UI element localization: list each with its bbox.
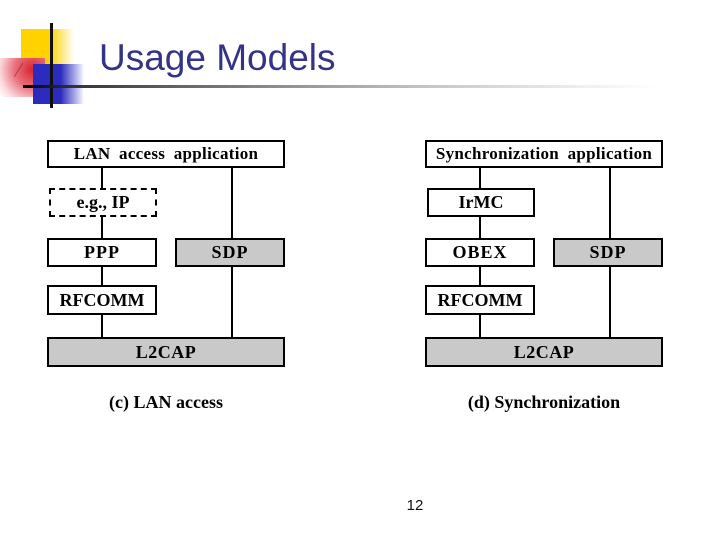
- box-rfcomm: RFCOMM: [47, 285, 157, 315]
- logo-blue-square-icon: [33, 64, 83, 104]
- diagram-caption: (d) Synchronization: [467, 392, 621, 412]
- box-sdp: SDP: [553, 238, 663, 267]
- diagram-synchronization: Synchronization application IrMC OBEX SD…: [425, 140, 663, 420]
- box-rfcomm: RFCOMM: [425, 285, 535, 315]
- box-irmc: IrMC: [427, 188, 535, 217]
- box-eg-ip: e.g., IP: [49, 188, 157, 217]
- title-underline-rule: [23, 85, 660, 88]
- slide-number: 12: [406, 497, 424, 514]
- logo-crosshair-vertical-line: [50, 23, 53, 108]
- box-obex: OBEX: [425, 238, 535, 267]
- box-l2cap: L2CAP: [425, 337, 663, 367]
- diagram-caption: (c) LAN access: [109, 392, 223, 412]
- box-sdp: SDP: [175, 238, 285, 267]
- box-lan-access-application: LAN access application: [47, 140, 285, 168]
- page-title: Usage Models: [99, 37, 336, 78]
- box-l2cap: L2CAP: [47, 337, 285, 367]
- box-synchronization-application: Synchronization application: [425, 140, 663, 168]
- box-ppp: PPP: [47, 238, 157, 267]
- diagram-lan-access: LAN access application e.g., IP PPP SDP …: [47, 140, 285, 420]
